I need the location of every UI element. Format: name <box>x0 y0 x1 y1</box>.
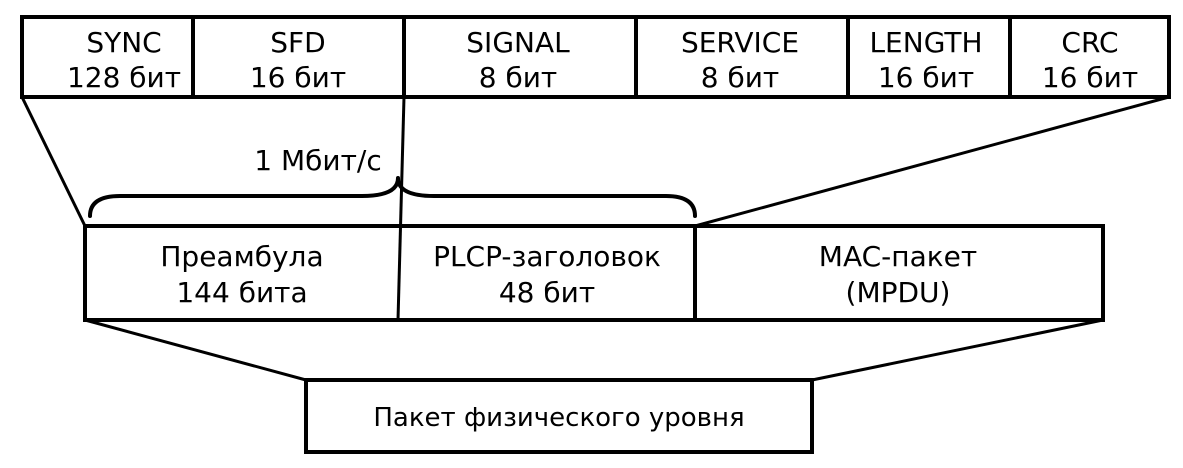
part-size: 144 бита <box>176 276 307 309</box>
field-size: 16 бит <box>1042 61 1138 94</box>
field-name: SYNC <box>86 26 161 59</box>
part-size: 48 бит <box>499 276 595 309</box>
expansion-lines-bottom <box>84 318 1104 382</box>
field-size: 16 бит <box>250 61 346 94</box>
header-field-signal: SIGNAL 8 бит <box>466 26 570 94</box>
part-title: Преамбула <box>160 240 323 273</box>
field-name: SIGNAL <box>466 26 570 59</box>
field-size: 128 бит <box>67 61 181 94</box>
expansion-line-left <box>84 318 307 382</box>
part-size: (MPDU) <box>846 276 951 309</box>
field-name: CRC <box>1061 26 1118 59</box>
expansion-line-right <box>694 95 1170 228</box>
header-field-sfd: SFD 16 бит <box>250 26 346 94</box>
part-title: MAC-пакет <box>819 240 977 273</box>
rate-label: 1 Мбит/с <box>254 144 381 177</box>
field-name: SFD <box>270 26 325 59</box>
physical-packet-label: Пакет физического уровня <box>373 403 744 433</box>
header-fields-row <box>20 15 1171 99</box>
physical-packet-box <box>304 378 814 454</box>
header-field-service: SERVICE 8 бит <box>681 26 799 94</box>
header-field-length: LENGTH 16 бит <box>869 26 982 94</box>
sfd-plcp-divider-line <box>396 96 406 321</box>
header-field-sync: SYNC 128 бит <box>67 26 181 94</box>
field-size: 16 бит <box>878 61 974 94</box>
expansion-line-right <box>811 318 1104 382</box>
header-fields-frame <box>20 15 1171 99</box>
packet-parts-row <box>83 224 1105 322</box>
part-title: PLCP-заголовок <box>433 240 661 273</box>
field-size: 8 бит <box>701 61 780 94</box>
field-name: SERVICE <box>681 26 799 59</box>
header-field-crc: CRC 16 бит <box>1042 26 1138 94</box>
packet-part-mac: MAC-пакет (MPDU) <box>819 240 977 309</box>
rate-brace <box>88 176 697 218</box>
field-name: LENGTH <box>869 26 982 59</box>
expansion-line-left <box>20 96 87 227</box>
packet-parts-frame <box>83 224 1105 322</box>
packet-part-preamble: Преамбула 144 бита <box>160 240 323 309</box>
expansion-lines-top <box>20 95 1170 321</box>
field-size: 8 бит <box>479 61 558 94</box>
packet-part-plcp-header: PLCP-заголовок 48 бит <box>433 240 661 309</box>
